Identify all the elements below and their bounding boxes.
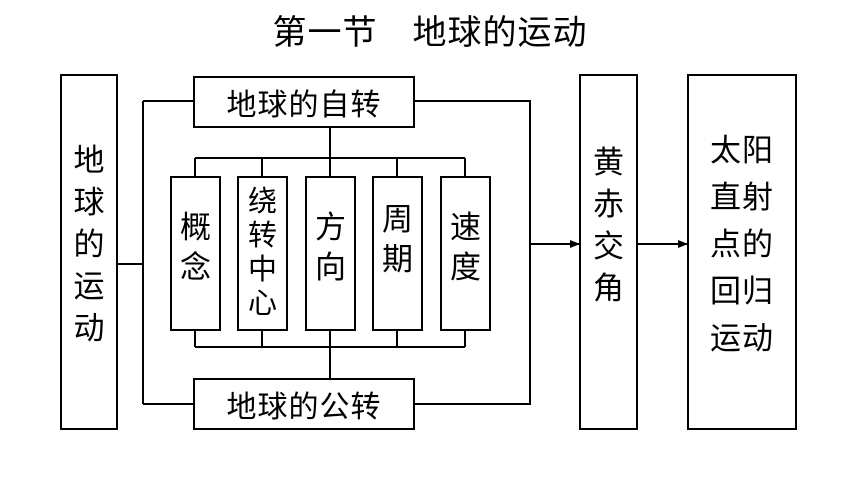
- char: 周: [382, 202, 413, 238]
- revolution-label: 地球的公转: [226, 390, 382, 425]
- char: 转: [247, 218, 277, 252]
- char: 的: [73, 227, 105, 263]
- rotation-right-link: [415, 100, 531, 405]
- char: 速: [450, 210, 481, 246]
- char: 绕: [247, 184, 277, 218]
- text-line: 点的: [710, 227, 774, 263]
- char: 念: [180, 250, 211, 286]
- char: 心: [247, 286, 277, 320]
- sub-item-period: 周 期: [372, 176, 423, 331]
- char: 向: [315, 250, 346, 286]
- sub-item-direction: 方 向: [305, 176, 356, 331]
- char: 黄: [593, 145, 624, 181]
- char: 球: [73, 185, 105, 221]
- char: 赤: [593, 187, 624, 223]
- obliquity-box: 黄 赤 交 角: [579, 74, 638, 430]
- text-line: 运动: [710, 321, 774, 357]
- rotation-label: 地球的自转: [226, 88, 382, 123]
- subsolar-migration-box: 太阳 直射 点的 回归 运动: [687, 74, 797, 430]
- char: 地: [73, 143, 105, 179]
- sub-item-concept: 概 念: [170, 176, 221, 331]
- rotation-box: 地球的自转: [193, 76, 415, 128]
- char: 角: [593, 271, 624, 307]
- char: 中: [247, 252, 277, 286]
- sub-item-rotation-center: 绕 转 中 心: [237, 176, 288, 331]
- char: 度: [450, 250, 481, 286]
- char: 运: [73, 269, 105, 305]
- earth-motion-box: 地 球 的 运 动: [60, 74, 118, 430]
- char: 概: [180, 210, 211, 246]
- char: 交: [593, 229, 624, 265]
- text-line: 直射: [710, 180, 774, 216]
- sub-item-speed: 速 度: [440, 176, 491, 331]
- revolution-box: 地球的公转: [193, 378, 415, 430]
- diagram-title: 第一节 地球的运动: [272, 13, 588, 53]
- char: 方: [315, 210, 346, 246]
- char: 动: [73, 311, 105, 347]
- char: 期: [382, 242, 413, 278]
- text-line: 太阳: [710, 133, 774, 169]
- text-line: 回归: [710, 274, 774, 310]
